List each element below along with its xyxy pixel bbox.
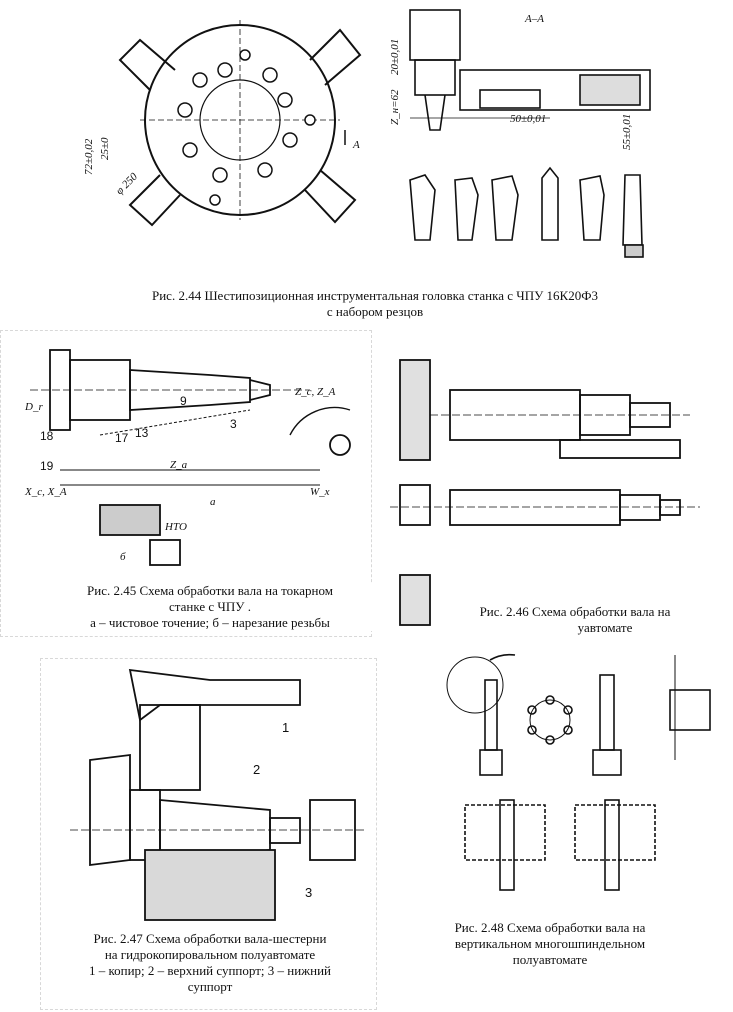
caption-fig-2-45-line1: Рис. 2.45 Схема обработки вала на токарн… [87,583,333,598]
arrow-label-a: А [352,139,360,151]
label-dr: D_r [24,401,43,413]
caption-fig-2-48: Рис. 2.48 Схема обработки вала на вертик… [395,920,705,968]
callout-1: 1 [282,720,290,735]
caption-fig-2-45-line3: а – чистовое точение; б – нарезание резь… [90,615,330,630]
dim-20: 20±0,01 [389,39,401,75]
svg-text:19: 19 [40,459,54,473]
section-label: А–А [524,13,544,25]
caption-fig-2-44-line1: Рис. 2.44 Шестипозиционная инструменталь… [151,288,598,303]
caption-fig-2-47-line4: суппорт [187,979,233,994]
figure-2-48-multispindle [445,640,733,910]
figure-2-46-shaft [390,345,733,640]
caption-fig-2-46-line1: Рис. 2.46 Схема обработки вала на [479,604,671,619]
caption-fig-2-47-line1: Рис. 2.47 Схема обработки вала-шестерни [93,931,327,946]
svg-text:9: 9 [180,394,187,408]
caption-fig-2-46-line2: уавтомате [577,620,633,635]
frame-fig-2-47 [40,658,377,1010]
frame-fig-2-45 [0,330,372,637]
caption-fig-2-46: Рис. 2.46 Схема обработки вала на уавтом… [440,604,710,636]
label-zc: Z_c, Z_A [295,386,336,398]
caption-fig-2-47: Рис. 2.47 Схема обработки вала-шестерни … [50,931,370,995]
label-b: б [120,551,126,563]
callout-2: 2 [253,762,261,777]
label-a: а [210,496,216,508]
dim-25: 25±0 [99,137,111,160]
caption-fig-2-48-line3: полуавтомате [512,952,588,967]
dim-diameter: φ 250 [114,170,141,197]
dim-72: 72±0,02 [83,138,95,175]
caption-fig-2-48-line2: вертикальном многошпиндельном [454,936,646,951]
label-za: Z_a [170,459,188,471]
label-hto: НТО [164,521,187,533]
callout-3: 3 [305,885,313,900]
figure-2-44-tool-head: φ 250 72±0,02 25±0 А А–А 20±0,01 Z_н=62 … [80,0,680,285]
caption-fig-2-44-line2: с набором резцов [326,304,424,319]
caption-fig-2-47-line3: 1 – копир; 2 – верхний суппорт; 3 – нижн… [88,963,332,978]
label-xc: X_c, X_A [24,486,67,498]
dim-50: 50±0,01 [510,113,546,125]
svg-text:3: 3 [230,417,237,431]
label-wx: W_x [310,486,330,498]
caption-fig-2-47-line2: на гидрокопировальном полуавтомате [104,947,316,962]
figure-2-47-hydrocopy [70,660,370,925]
caption-fig-2-45-line2: станке с ЧПУ . [169,599,251,614]
caption-fig-2-45: Рис. 2.45 Схема обработки вала на токарн… [40,583,380,631]
svg-text:13: 13 [135,426,149,440]
svg-text:18: 18 [40,429,54,443]
caption-fig-2-48-line1: Рис. 2.48 Схема обработки вала на [454,920,646,935]
figure-2-45-cnc-lathe: 17 13 9 3 18 19 D_r Z_c, Z_A Z_a X_c, X_A W_… [20,340,370,580]
svg-text:17: 17 [115,431,129,445]
caption-fig-2-44: Рис. 2.44 Шестипозиционная инструменталь… [95,288,655,320]
dim-55: 55±0,01 [621,114,633,150]
dim-62: Z_н=62 [389,89,401,125]
